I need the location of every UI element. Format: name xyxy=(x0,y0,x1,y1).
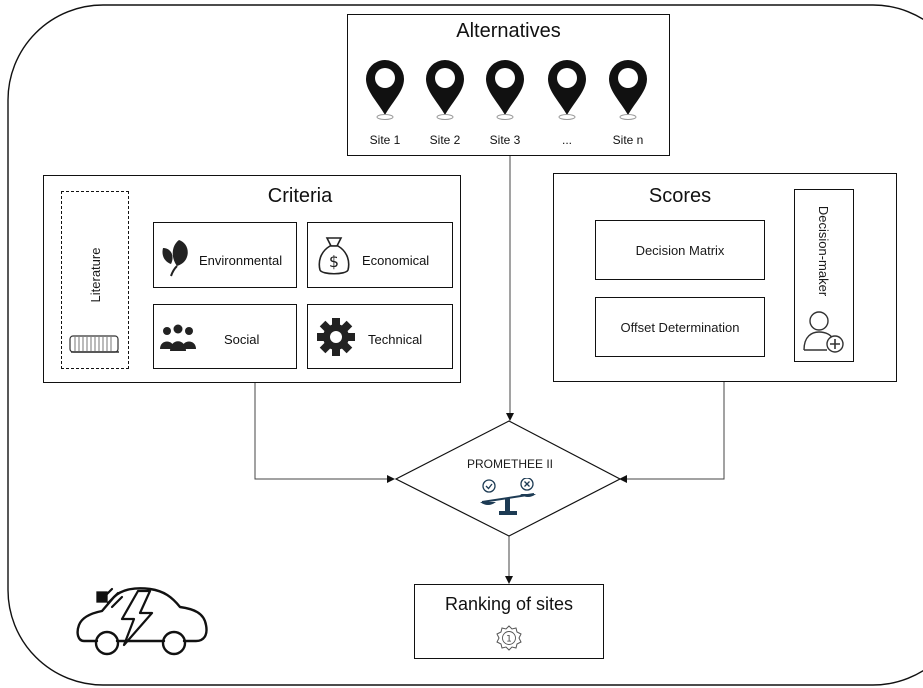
literature-label: Literature xyxy=(87,247,103,303)
gear-icon xyxy=(317,318,355,356)
arrow-criteria-to-promethee xyxy=(254,383,395,483)
criterion-technical-label: Technical xyxy=(368,332,423,347)
ranking-title: Ranking of sites xyxy=(444,594,574,614)
people-icon xyxy=(160,324,196,351)
outer-frame xyxy=(7,4,923,686)
books-icon xyxy=(69,335,119,353)
decision-maker-label: Decision-maker xyxy=(816,205,832,297)
criteria-title: Criteria xyxy=(267,185,333,207)
money-bag-icon: $ xyxy=(318,237,350,275)
criterion-economical-label: Economical xyxy=(362,253,430,268)
svg-text:$: $ xyxy=(329,252,339,271)
decision-matrix-box: Decision Matrix xyxy=(595,220,765,280)
site-label: ... xyxy=(561,133,572,147)
criterion-social-label: Social xyxy=(224,332,260,347)
medal-icon: 1 xyxy=(496,625,522,651)
offset-determination-box: Offset Determination xyxy=(595,297,765,357)
site-label: Site 2 xyxy=(429,133,461,147)
promethee-label: PROMETHEE II xyxy=(466,457,553,471)
promethee-diamond xyxy=(394,420,622,537)
arrow-scores-to-promethee xyxy=(619,382,725,483)
electric-car-icon xyxy=(76,587,208,656)
alternatives-title: Alternatives xyxy=(456,20,561,42)
literature-panel xyxy=(61,191,129,369)
medal-digit: 1 xyxy=(506,635,512,645)
add-user-icon xyxy=(803,311,844,353)
site-label: Site n xyxy=(612,133,644,147)
site-label: Site 3 xyxy=(489,133,521,147)
leaf-icon xyxy=(162,240,188,277)
site-label: Site 1 xyxy=(369,133,401,147)
balance-scale-icon xyxy=(480,478,536,515)
criterion-social xyxy=(153,304,297,369)
scores-title: Scores xyxy=(648,185,712,207)
criterion-environmental-label: Environmental xyxy=(199,253,283,268)
